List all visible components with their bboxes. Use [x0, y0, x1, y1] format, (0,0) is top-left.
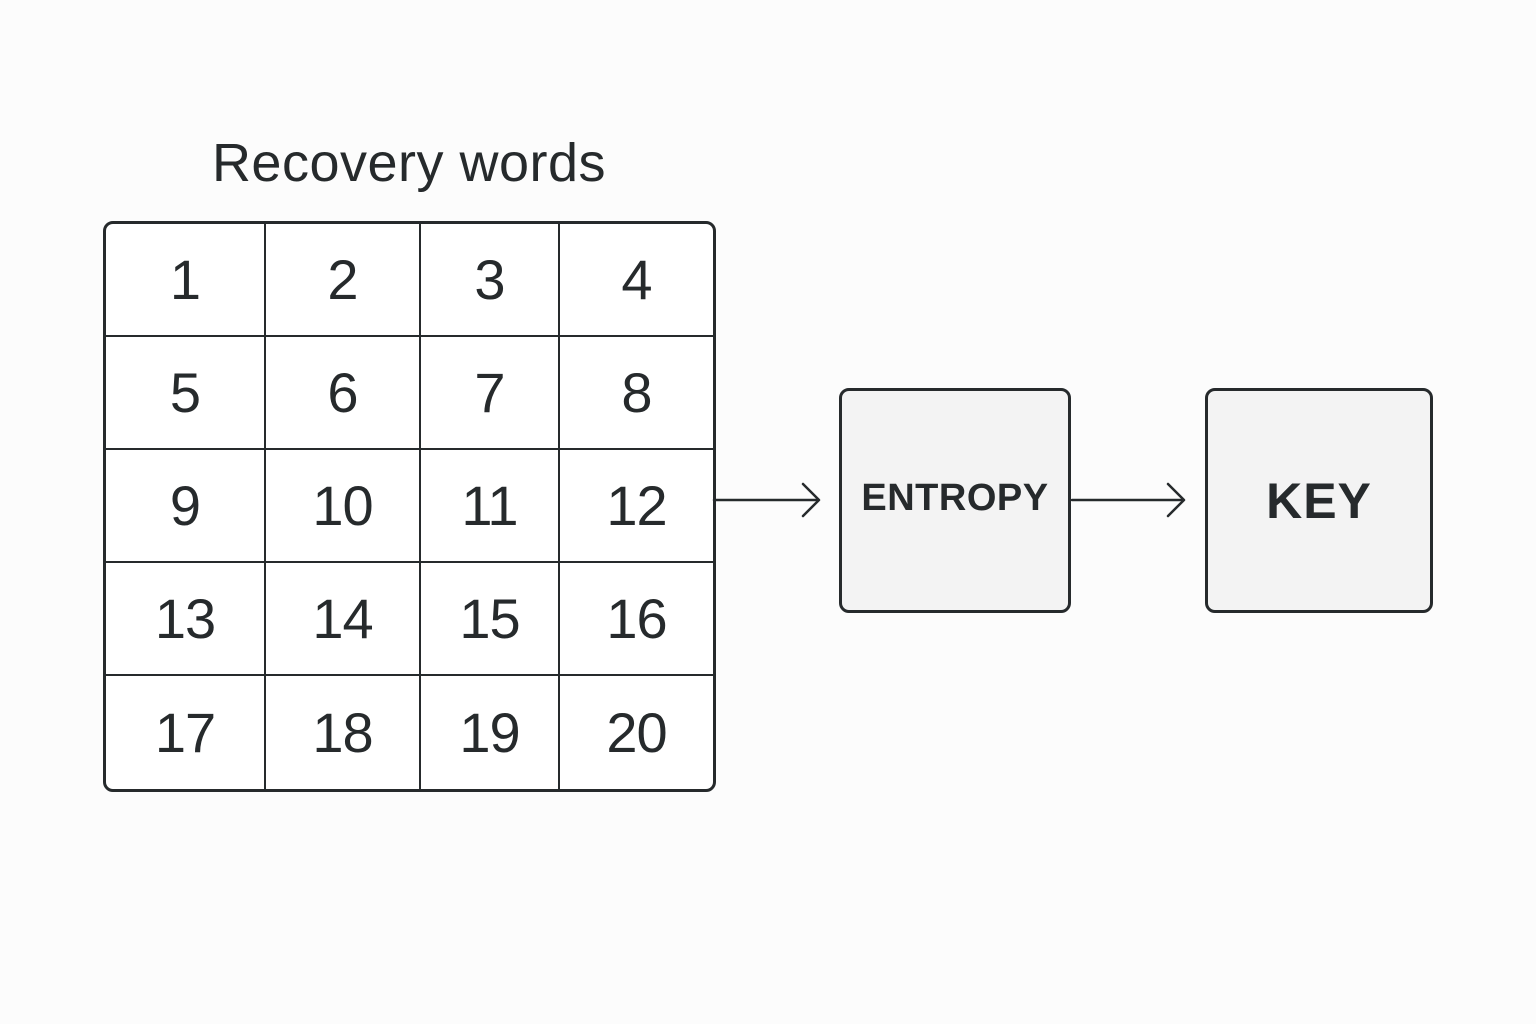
- word-cell-4: 4: [560, 224, 713, 337]
- word-cell-18: 18: [266, 676, 421, 789]
- entropy-label: ENTROPY: [861, 477, 1049, 519]
- word-cell-14: 14: [266, 563, 421, 676]
- word-cell-7: 7: [421, 337, 560, 450]
- word-cell-6: 6: [266, 337, 421, 450]
- word-cell-3: 3: [421, 224, 560, 337]
- word-cell-13: 13: [106, 563, 266, 676]
- word-cell-8: 8: [560, 337, 713, 450]
- recovery-words-grid: 1 2 3 4 5 6 7 8 9 10 11 12 13 14 15 16 1…: [103, 221, 716, 792]
- word-cell-10: 10: [266, 450, 421, 563]
- arrow-entropy-to-key: [1070, 482, 1186, 518]
- key-label: KEY: [1266, 472, 1372, 529]
- word-cell-2: 2: [266, 224, 421, 337]
- word-cell-17: 17: [106, 676, 266, 789]
- arrow-grid-to-entropy: [712, 482, 821, 518]
- word-cell-9: 9: [106, 450, 266, 563]
- word-cell-20: 20: [606, 701, 667, 764]
- word-cell-5: 5: [106, 337, 266, 450]
- entropy-box: ENTROPY: [839, 388, 1071, 613]
- word-cell-11: 11: [421, 450, 560, 563]
- word-cell-16: 16: [560, 563, 713, 676]
- word-cell-1: 1: [106, 224, 266, 337]
- word-cell-15: 15: [421, 563, 560, 676]
- word-cell-12: 12: [560, 450, 713, 563]
- diagram-title: Recovery words: [211, 133, 607, 193]
- word-cell-19: 19: [421, 676, 560, 789]
- key-box: KEY: [1205, 388, 1433, 613]
